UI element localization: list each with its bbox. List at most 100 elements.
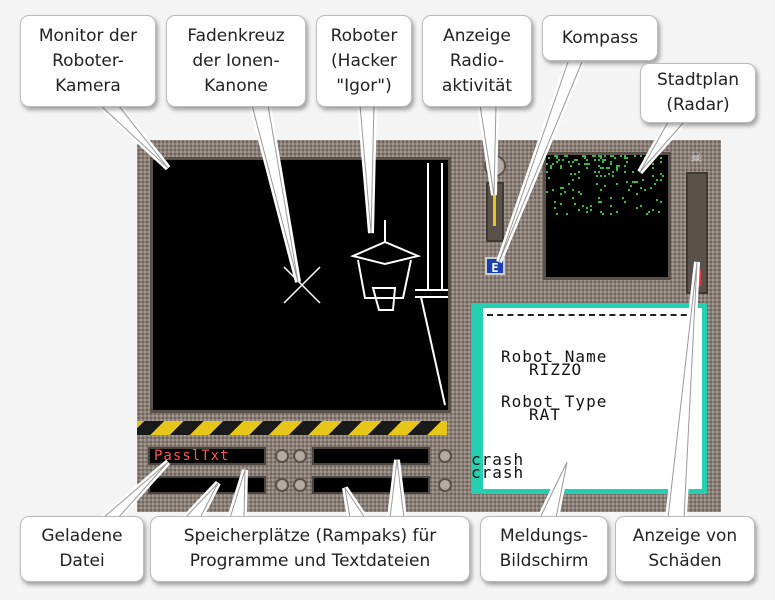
radar-dot xyxy=(602,213,604,215)
radar-dot xyxy=(626,157,628,159)
callout-message-screen: Meldungs- Bildschirm xyxy=(480,516,608,582)
radar-dot xyxy=(660,161,662,163)
radar-dot xyxy=(586,159,588,161)
radar-dot xyxy=(594,171,596,173)
slot-screw xyxy=(293,478,307,492)
radar-dot xyxy=(652,209,654,211)
radar-dot xyxy=(552,189,554,191)
radar-dot xyxy=(654,155,656,157)
radar-dot xyxy=(560,165,562,167)
radar-dot xyxy=(634,181,636,183)
radar-dot xyxy=(554,155,556,157)
radar-dot xyxy=(602,159,604,161)
radar-dot xyxy=(648,155,650,157)
radar-dot xyxy=(594,159,596,161)
radar-dot xyxy=(586,163,588,165)
callout-compass: Kompass xyxy=(542,15,658,61)
radar-dot xyxy=(616,165,618,167)
camera-view xyxy=(283,163,448,406)
radar-dot xyxy=(548,157,550,159)
radar-dot xyxy=(572,197,574,199)
radar-dot xyxy=(642,167,644,169)
radar-dot xyxy=(570,173,572,175)
radar-dot xyxy=(644,189,646,191)
radar-dot xyxy=(584,157,586,159)
callout-camera-monitor: Monitor der Roboter- Kamera xyxy=(20,15,156,107)
radar-dot xyxy=(650,187,652,189)
message-screen: Robot Name RIZZO Robot Type RAT crash cr… xyxy=(471,303,707,494)
radar-dot xyxy=(634,155,636,157)
rampak-slot-4[interactable] xyxy=(312,476,430,494)
radar-dot xyxy=(572,179,574,181)
radar-dot xyxy=(560,193,562,195)
radar-dot xyxy=(586,211,588,213)
radar-dot xyxy=(574,173,576,175)
radar-dot xyxy=(564,191,566,193)
radar-dot xyxy=(556,155,558,157)
radar-dot xyxy=(658,211,660,213)
robot-camera-monitor xyxy=(150,157,451,413)
radar-dot xyxy=(550,165,552,167)
radar-dot xyxy=(584,155,586,157)
hazard-stripes xyxy=(137,421,447,435)
loaded-file-slot[interactable]: PasslTxt xyxy=(148,447,266,465)
radar-dot xyxy=(636,207,638,209)
radar-dot xyxy=(660,173,662,175)
radar-dot xyxy=(632,181,634,183)
radar-dot xyxy=(600,167,602,169)
radar-dot xyxy=(578,171,580,173)
radar-dot xyxy=(608,167,610,169)
radar-dot xyxy=(618,165,620,167)
radar-dot xyxy=(590,205,592,207)
radar-dot xyxy=(610,155,612,157)
radar-dot xyxy=(574,203,576,205)
radar-dot xyxy=(610,163,612,165)
radar-dot xyxy=(610,205,612,207)
robot-name-value: RIZZO xyxy=(529,360,583,379)
ion-cannon-crosshair xyxy=(283,266,321,304)
radar-dot xyxy=(646,213,648,215)
radar-dot xyxy=(652,163,654,165)
radar-dot xyxy=(578,163,580,165)
radar-dot xyxy=(636,193,638,195)
radioactivity-meter xyxy=(486,182,504,242)
radar-dot xyxy=(660,201,662,203)
radar-dot xyxy=(600,175,602,177)
radar-dot xyxy=(626,181,628,183)
rampak-slot-2[interactable] xyxy=(148,476,266,494)
radar-dot xyxy=(550,167,552,169)
radar-dot xyxy=(572,161,574,163)
radar-dot xyxy=(612,171,614,173)
radar-dot xyxy=(562,159,564,161)
rampak-slot-3[interactable] xyxy=(312,447,430,465)
radar-dot xyxy=(646,155,648,157)
radioactivity-needle xyxy=(493,188,496,226)
radar-dot xyxy=(598,201,600,203)
radar-dot xyxy=(632,171,634,173)
radar-dot xyxy=(554,201,556,203)
radar-dot xyxy=(586,207,588,209)
robot-type-value: RAT xyxy=(529,405,561,424)
radar-dot xyxy=(568,161,570,163)
radar-dot xyxy=(578,209,580,211)
radar-dot xyxy=(604,155,606,157)
radar-dot xyxy=(626,161,628,163)
callout-city-map: Stadtplan (Radar) xyxy=(640,63,756,123)
radar-dot xyxy=(590,209,592,211)
radar-dot xyxy=(610,213,612,215)
radar-dot xyxy=(568,183,570,185)
radar-dot xyxy=(566,155,568,157)
radar-dot xyxy=(596,175,598,177)
radar-dot xyxy=(648,211,650,213)
radar-dot xyxy=(602,161,604,163)
robot-igor xyxy=(349,220,422,311)
damage-fill xyxy=(693,270,701,286)
radar-dot xyxy=(592,155,594,157)
radar-dot xyxy=(616,169,618,171)
log-line-2: crash xyxy=(471,463,525,482)
radar-dot xyxy=(652,167,654,169)
radar-dot xyxy=(580,193,582,195)
radar-dot xyxy=(624,165,626,167)
radar-dot xyxy=(556,213,558,215)
radar-dot xyxy=(582,155,584,157)
